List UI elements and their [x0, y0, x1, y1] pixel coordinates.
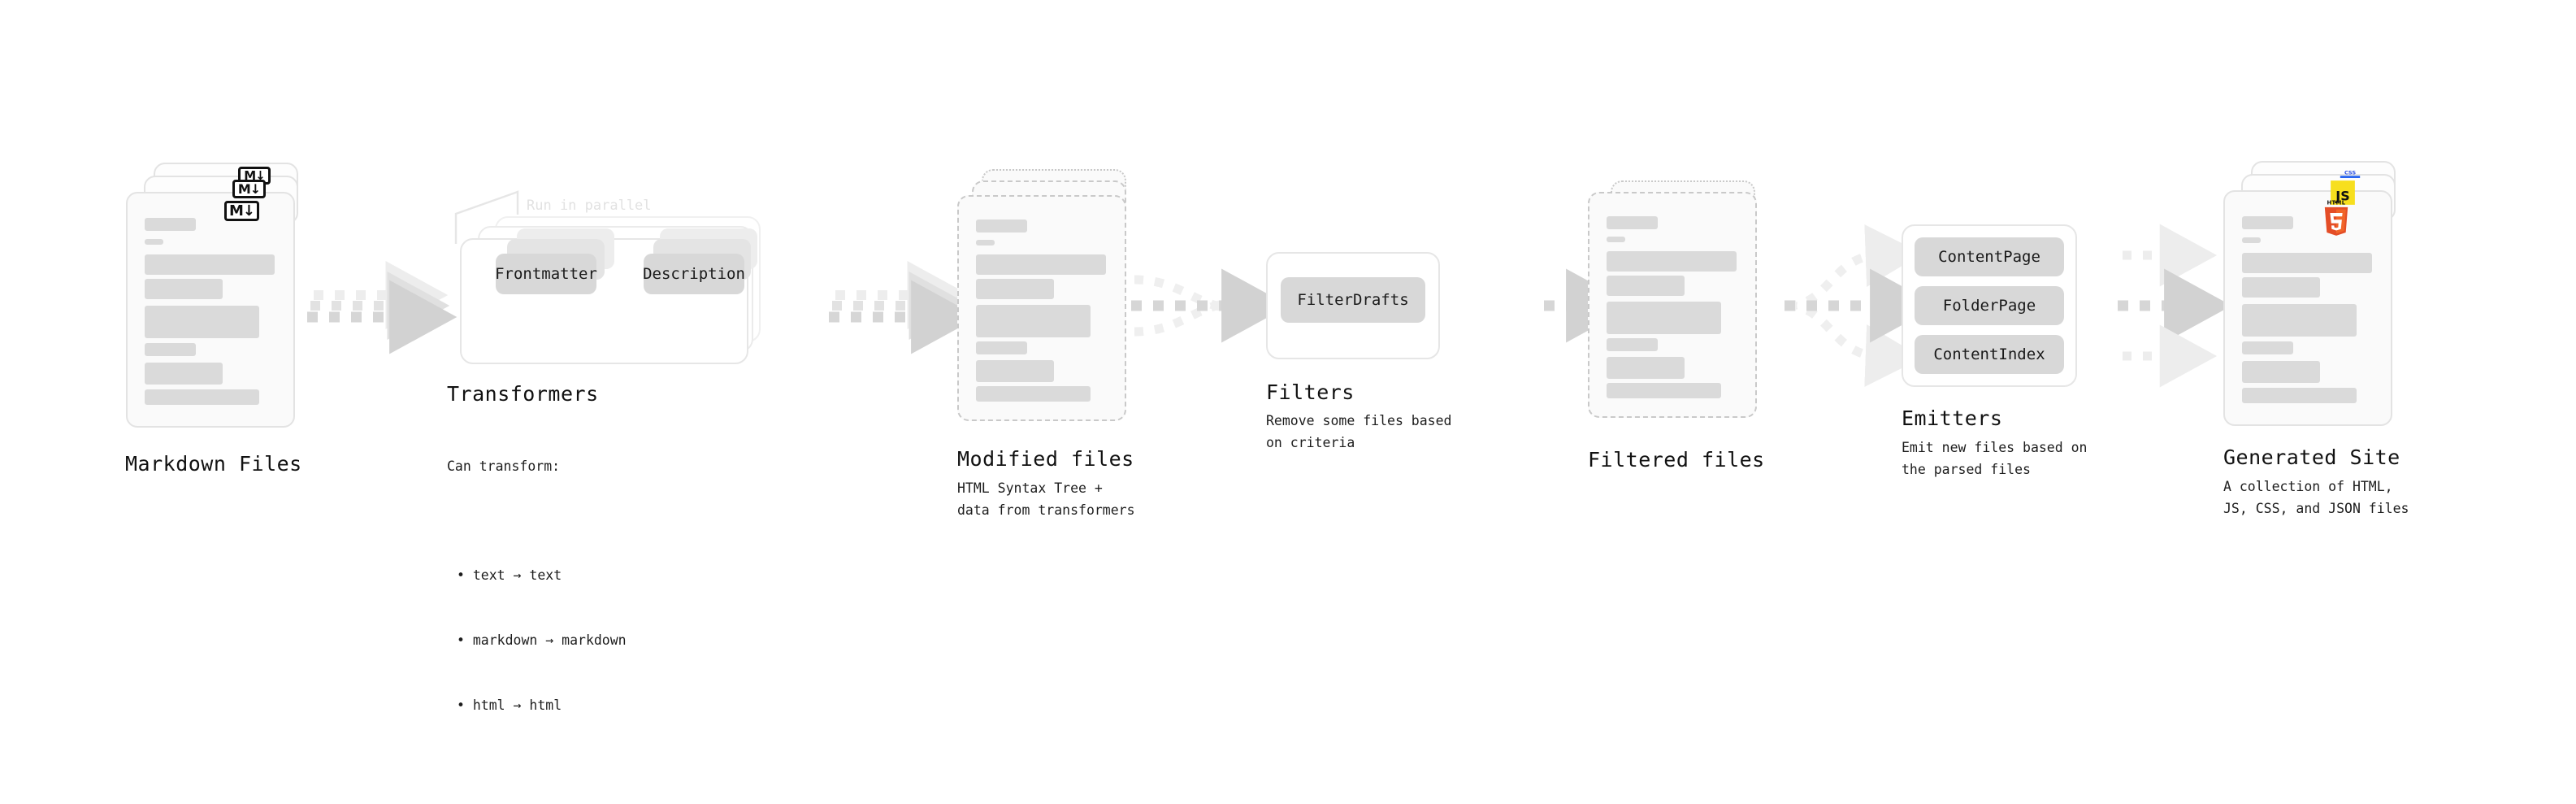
label-emitters: Emitters [1902, 406, 2003, 430]
skeleton-meta [2242, 237, 2261, 243]
stage-emitters[interactable]: ContentPage FolderPage ContentIndex [1902, 224, 2088, 395]
skeleton-line [1607, 251, 1737, 272]
skeleton-meta [145, 239, 163, 245]
svg-text:CSS: CSS [2344, 169, 2356, 176]
skeleton-line [976, 305, 1091, 337]
label-generated-site: Generated Site [2223, 445, 2400, 469]
diagram-canvas: M↓ M↓ M↓ Markdown Files Frontmatter Desc… [125, 161, 2418, 714]
modified-files-subtitle: HTML Syntax Tree + data from transformer… [957, 480, 1135, 518]
pill-content-index[interactable]: ContentIndex [1915, 335, 2064, 374]
skeleton-line [2242, 388, 2357, 403]
stage-transformers[interactable]: Frontmatter Description [445, 200, 852, 379]
label-filtered-files: Filtered files [1588, 448, 1765, 472]
markdown-icon-back-1: M↓ [232, 180, 266, 198]
pill-folder-page[interactable]: FolderPage [1915, 286, 2064, 325]
transformers-subtitle: Can transform: • text → text • markdown … [447, 413, 627, 804]
stage-markdown-files[interactable]: M↓ M↓ M↓ [126, 163, 321, 431]
transformers-bullet-list: • text → text • markdown → markdown • ht… [457, 522, 627, 761]
skeleton-line [1607, 383, 1721, 398]
skeleton-line [145, 363, 223, 385]
stage-modified-files[interactable] [957, 169, 1144, 437]
skeleton-line [145, 306, 259, 338]
file-card-front [957, 195, 1126, 421]
skeleton-line [2242, 341, 2293, 354]
stage-filters[interactable]: FilterDrafts [1266, 252, 1445, 366]
label-modified-files: Modified files [957, 447, 1134, 471]
skeleton-title [1607, 216, 1658, 229]
css3-icon: CSS [2340, 169, 2361, 178]
emitters-subtitle: Emit new files based on the parsed files [1902, 440, 2088, 477]
skeleton-line [1607, 276, 1685, 296]
transformers-bullet: • markdown → markdown [457, 632, 627, 649]
connector-emitters-to-site [2118, 224, 2232, 388]
skeleton-line [2242, 253, 2372, 273]
label-filters: Filters [1266, 380, 1355, 404]
markdown-icon: M↓ [224, 201, 259, 221]
skeleton-line [976, 341, 1027, 354]
stage-filtered-files[interactable] [1588, 180, 1775, 432]
skeleton-line [1607, 338, 1658, 351]
file-card-front [2223, 190, 2392, 426]
js-icon: JS [2331, 180, 2355, 205]
transformers-subtitle-lead: Can transform: [447, 458, 561, 475]
skeleton-line [145, 389, 259, 405]
svg-text:JS: JS [2335, 189, 2349, 204]
stage-generated-site[interactable]: CSS JS HTML [2223, 161, 2418, 437]
skeleton-line [2242, 277, 2320, 298]
skeleton-line [976, 386, 1091, 402]
pill-frontmatter[interactable]: Frontmatter [495, 254, 597, 294]
connector-modified-to-filters [1131, 268, 1290, 343]
skeleton-line [145, 279, 223, 299]
transformers-bullet: • html → html [457, 698, 562, 714]
label-run-in-parallel: Run in parallel [527, 198, 652, 214]
skeleton-title [976, 219, 1027, 233]
skeleton-meta [1607, 237, 1625, 242]
skeleton-line [976, 254, 1106, 275]
skeleton-line [2242, 304, 2357, 337]
skeleton-title [145, 218, 196, 231]
html5-icon: HTML [2324, 200, 2348, 236]
filters-subtitle: Remove some files based on criteria [1266, 413, 1452, 450]
label-transformers: Transformers [447, 382, 599, 406]
generated-site-subtitle: A collection of HTML, JS, CSS, and JSON … [2223, 479, 2409, 516]
skeleton-line [2242, 361, 2320, 383]
file-card-front [126, 192, 295, 428]
transformers-bullet: • text → text [457, 567, 562, 584]
skeleton-line [145, 343, 196, 356]
skeleton-line [1607, 302, 1721, 334]
file-card-front [1588, 192, 1757, 418]
skeleton-line [145, 254, 275, 275]
connector-markdown-to-transformers [307, 261, 458, 354]
pill-description[interactable]: Description [643, 254, 745, 294]
label-markdown-files: Markdown Files [125, 452, 302, 476]
skeleton-line [976, 279, 1054, 299]
connector-filtered-to-emitters [1785, 224, 1938, 387]
pill-filter-drafts[interactable]: FilterDrafts [1281, 277, 1425, 323]
pill-content-page[interactable]: ContentPage [1915, 237, 2064, 276]
skeleton-title [2242, 216, 2293, 229]
svg-text:HTML: HTML [2327, 200, 2345, 206]
skeleton-meta [976, 240, 995, 246]
skeleton-line [1607, 357, 1685, 379]
skeleton-line [976, 360, 1054, 382]
